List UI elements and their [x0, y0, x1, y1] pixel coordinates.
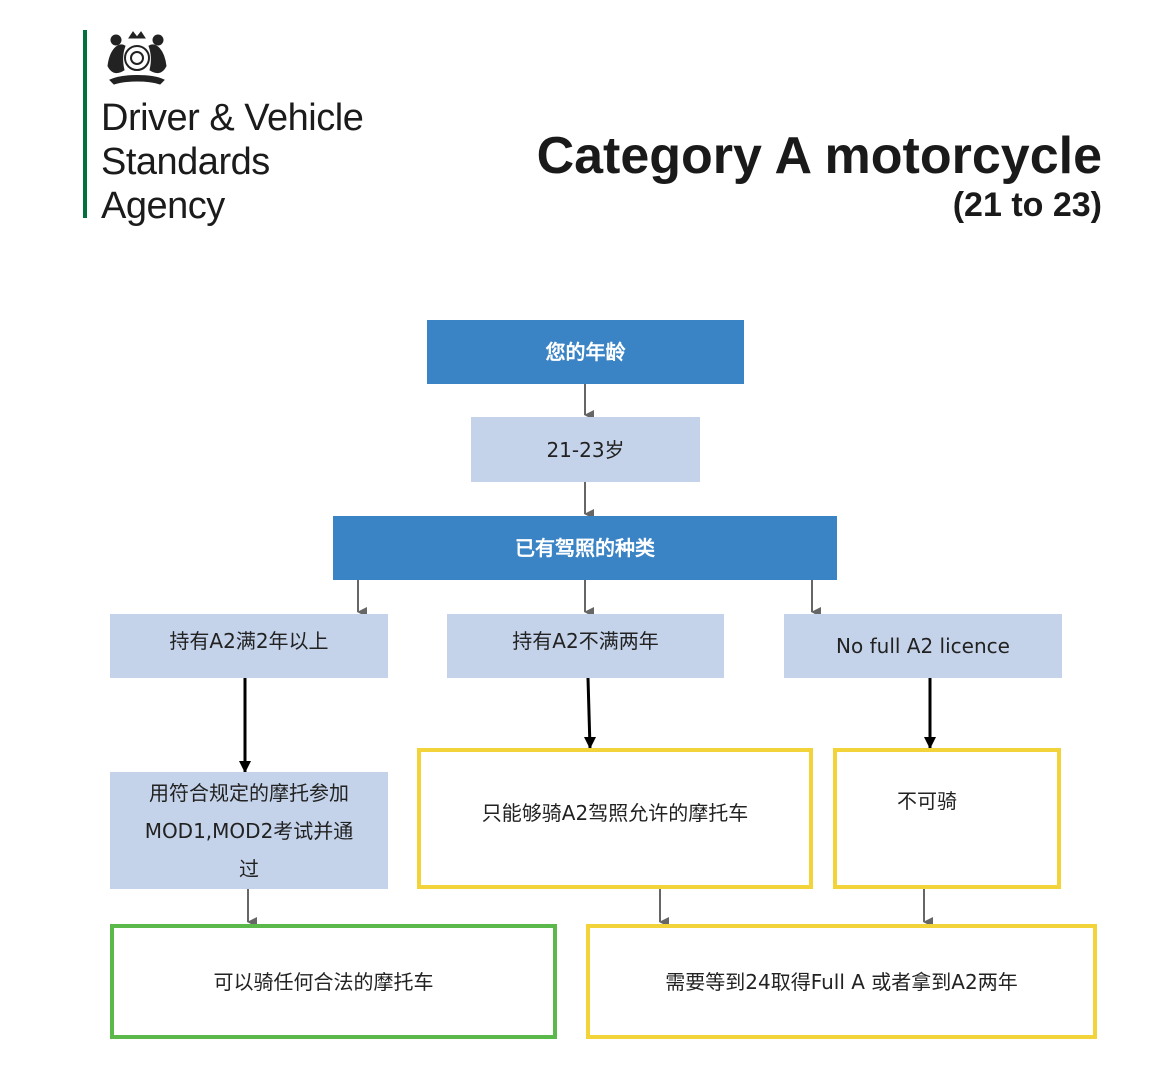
branch-no-full-a2-label: No full A2 licence [836, 634, 1010, 658]
mod-test-step-line2: MOD1,MOD2考试并通 [144, 818, 354, 843]
mod-test-step-line3: 过 [239, 856, 259, 881]
result-any-bike-box: 可以骑任何合法的摩托车 [110, 924, 557, 1039]
result-wait-label: 需要等到24取得Full A 或者拿到A2两年 [665, 969, 1018, 994]
agency-name-line2: Standards [101, 141, 270, 183]
mod-test-step-line1: 用符合规定的摩托参加 [149, 780, 349, 805]
cannot-ride-step-box: 不可骑 [833, 748, 1061, 889]
agency-name: Driver & Vehicle Standards Agency [101, 96, 364, 228]
page-title: Category A motorcycle [536, 127, 1102, 185]
arrow-branch-b-to-a2only [584, 677, 596, 749]
licence-type-header-box: 已有驾照的种类 [333, 516, 837, 580]
result-any-bike-label: 可以骑任何合法的摩托车 [213, 969, 434, 994]
age-header-label: 您的年龄 [545, 340, 626, 364]
agency-name-line1: Driver & Vehicle [101, 97, 364, 139]
result-wait-box: 需要等到24取得Full A 或者拿到A2两年 [586, 924, 1097, 1039]
age-range-label: 21-23岁 [546, 437, 625, 462]
a2-only-step-label: 只能够骑A2驾照允许的摩托车 [481, 800, 749, 825]
branch-no-full-a2-box: No full A2 licence [784, 614, 1062, 678]
branch-a2-over-2-years-box: 持有A2满2年以上 [110, 614, 388, 678]
agency-name-line3: Agency [101, 185, 225, 227]
agency-brand-bar [83, 30, 87, 218]
a2-only-step-box: 只能够骑A2驾照允许的摩托车 [417, 748, 813, 889]
branch-a2-over-2-years-label: 持有A2满2年以上 [169, 629, 329, 653]
branch-a2-under-2-years-box: 持有A2不满两年 [447, 614, 724, 678]
age-header-box: 您的年龄 [427, 320, 744, 384]
cannot-ride-step-label: 不可骑 [897, 789, 957, 813]
branch-a2-under-2-years-label: 持有A2不满两年 [512, 629, 659, 653]
licence-type-header-label: 已有驾照的种类 [515, 536, 655, 560]
royal-crest-icon [107, 31, 167, 85]
age-range-box: 21-23岁 [471, 417, 700, 482]
mod-test-step-box: 用符合规定的摩托参加 MOD1,MOD2考试并通 过 [110, 772, 388, 889]
page-subtitle: (21 to 23) [952, 186, 1102, 224]
